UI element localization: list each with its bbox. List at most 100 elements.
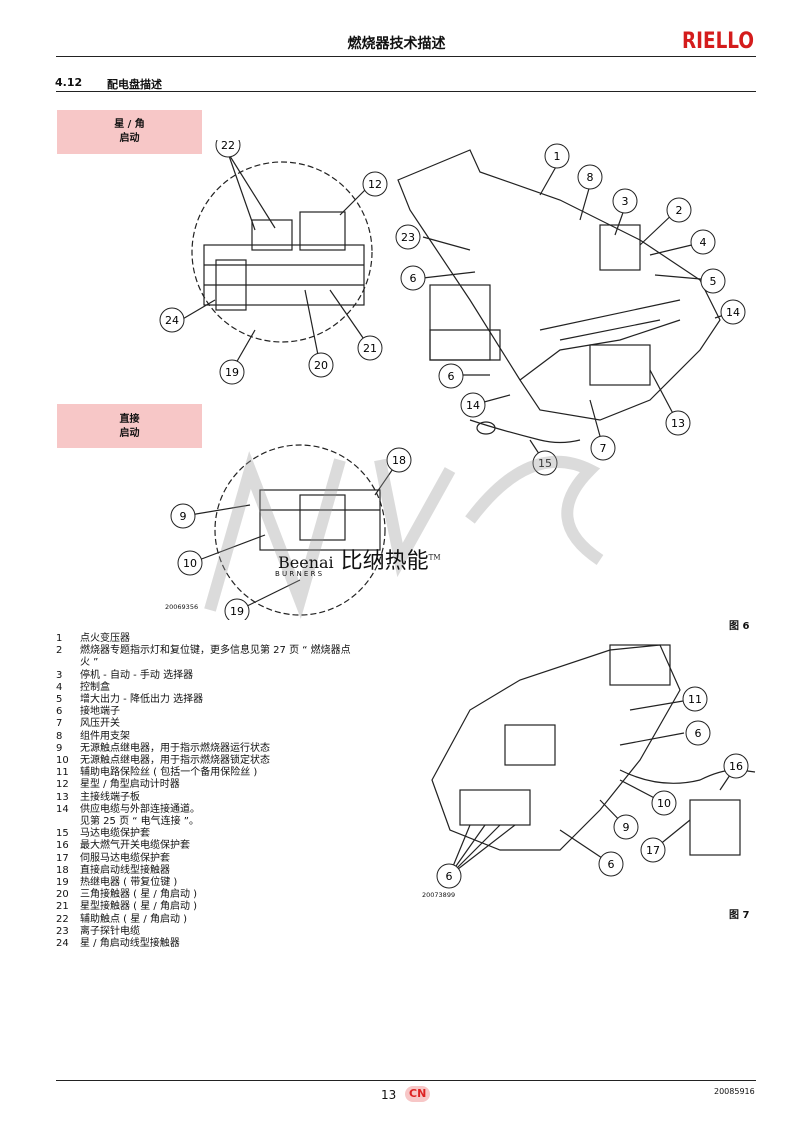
figure-7-code: 20073899 [422,891,456,899]
callout-number: 10 [657,797,671,810]
direct-contactor-detail [259,489,381,551]
legend-number: 23 [56,925,69,937]
legend-text: 直接启动线型接触器 [80,864,170,876]
callout-number: 21 [363,342,377,355]
legend-item: 18 直接启动线型接触器 [56,865,420,877]
legend-number: 24 [56,938,69,950]
legend-text: 辅助电路保险丝 ( 包括一个备用保险丝 ) [80,767,258,779]
legend-number: 13 [56,791,69,803]
callout-circle [598,851,624,877]
callout-circle [159,307,185,333]
legend-number: 14 [56,803,69,815]
legend-number: 16 [56,840,69,852]
legend-text: 供应电缆与外部连接通道。 [80,803,200,815]
language-badge: CN [405,1086,431,1102]
figure-7-label: 图 7 [729,910,750,921]
callout-circle [224,598,250,620]
callout-number: 18 [392,454,406,467]
watermark-brand-latin: Beenai [278,553,334,572]
callout-number: 11 [688,693,702,706]
watermark-stroke-w [204,451,346,619]
main-terminal-strip [589,344,651,386]
callout-number: 19 [230,605,244,618]
callout-number: 6 [608,858,615,871]
callout-number: 9 [623,821,630,834]
legend-item: 1 点火变压器 [56,633,420,645]
legend-number: 15 [56,828,69,840]
legend-number: 12 [56,779,69,791]
legend-text: 点火变压器 [80,633,130,644]
legend-number [56,657,80,669]
legend-number: 4 [56,681,63,693]
gas-switch-cable [619,769,736,784]
legend-number: 10 [56,755,69,767]
callout-circle [612,188,638,214]
legend-number [56,816,80,828]
terminal-block-detail [203,244,365,306]
callout-number: 7 [600,442,607,455]
callout-circle [577,164,603,190]
air-inlet-block [609,644,671,686]
watermark-brand: Beenai 比纳热能TM [278,543,441,575]
callout-number: 5 [710,275,717,288]
callout-circle [532,450,558,476]
direct-box-line1: 直接 [119,414,140,425]
legend-text: 三角接触器 ( 星 / 角启动 ) [80,889,198,901]
callout-number: 16 [729,760,743,773]
servomotor-block [689,799,741,856]
section-title: 配电盘描述 [107,78,162,91]
star-delta-start-box: 星 / 角 启动 [57,110,202,154]
legend-number: 11 [56,767,69,779]
direct-start-box: 直接 启动 [57,404,202,448]
callout-number: 24 [165,314,179,327]
legend-text: 辅助触点 ( 星 / 角启动 ) [80,913,188,925]
footer-rule [56,1080,756,1081]
callout-number: 14 [726,306,740,319]
callout-number: 6 [410,272,417,285]
legend-number: 6 [56,706,63,718]
callout-circle [400,265,426,291]
callout-number: 6 [448,370,455,383]
callout-circle [690,229,716,255]
callout-circle [170,503,196,529]
legend-item: 4 控制盒 [56,682,420,694]
callout-number: 10 [183,557,197,570]
panel-block [504,724,556,766]
figure-6-label: 图 6 [729,621,750,632]
watermark-brand-cn: 比纳热能 [340,549,429,574]
callout-circle [362,171,388,197]
legend-number: 1 [56,633,63,644]
callout-number: 1 [554,150,561,163]
legend-text: 控制盒 [80,681,110,693]
callout-circle [665,410,691,436]
callout-number: 12 [368,178,382,191]
star-delta-box-line1: 星 / 角 [114,119,145,130]
callout-number: 19 [225,366,239,379]
callout-circle [215,140,241,158]
legend-number: 18 [56,864,69,876]
callout-number: 8 [587,171,594,184]
legend-text: 星型 / 角型启动计时器 [80,779,180,791]
page-number: 13 [381,1088,397,1102]
callout-number: 20 [314,359,328,372]
section-number: 4.12 [55,76,83,89]
legend-text: 火 ” [80,657,99,669]
callout-number: 23 [401,231,415,244]
callout-number: 15 [538,457,552,470]
callout-number: 13 [671,417,685,430]
watermark-sub: B U R N E R S [275,570,323,578]
legend-number: 7 [56,718,63,730]
callout-circle [438,363,464,389]
